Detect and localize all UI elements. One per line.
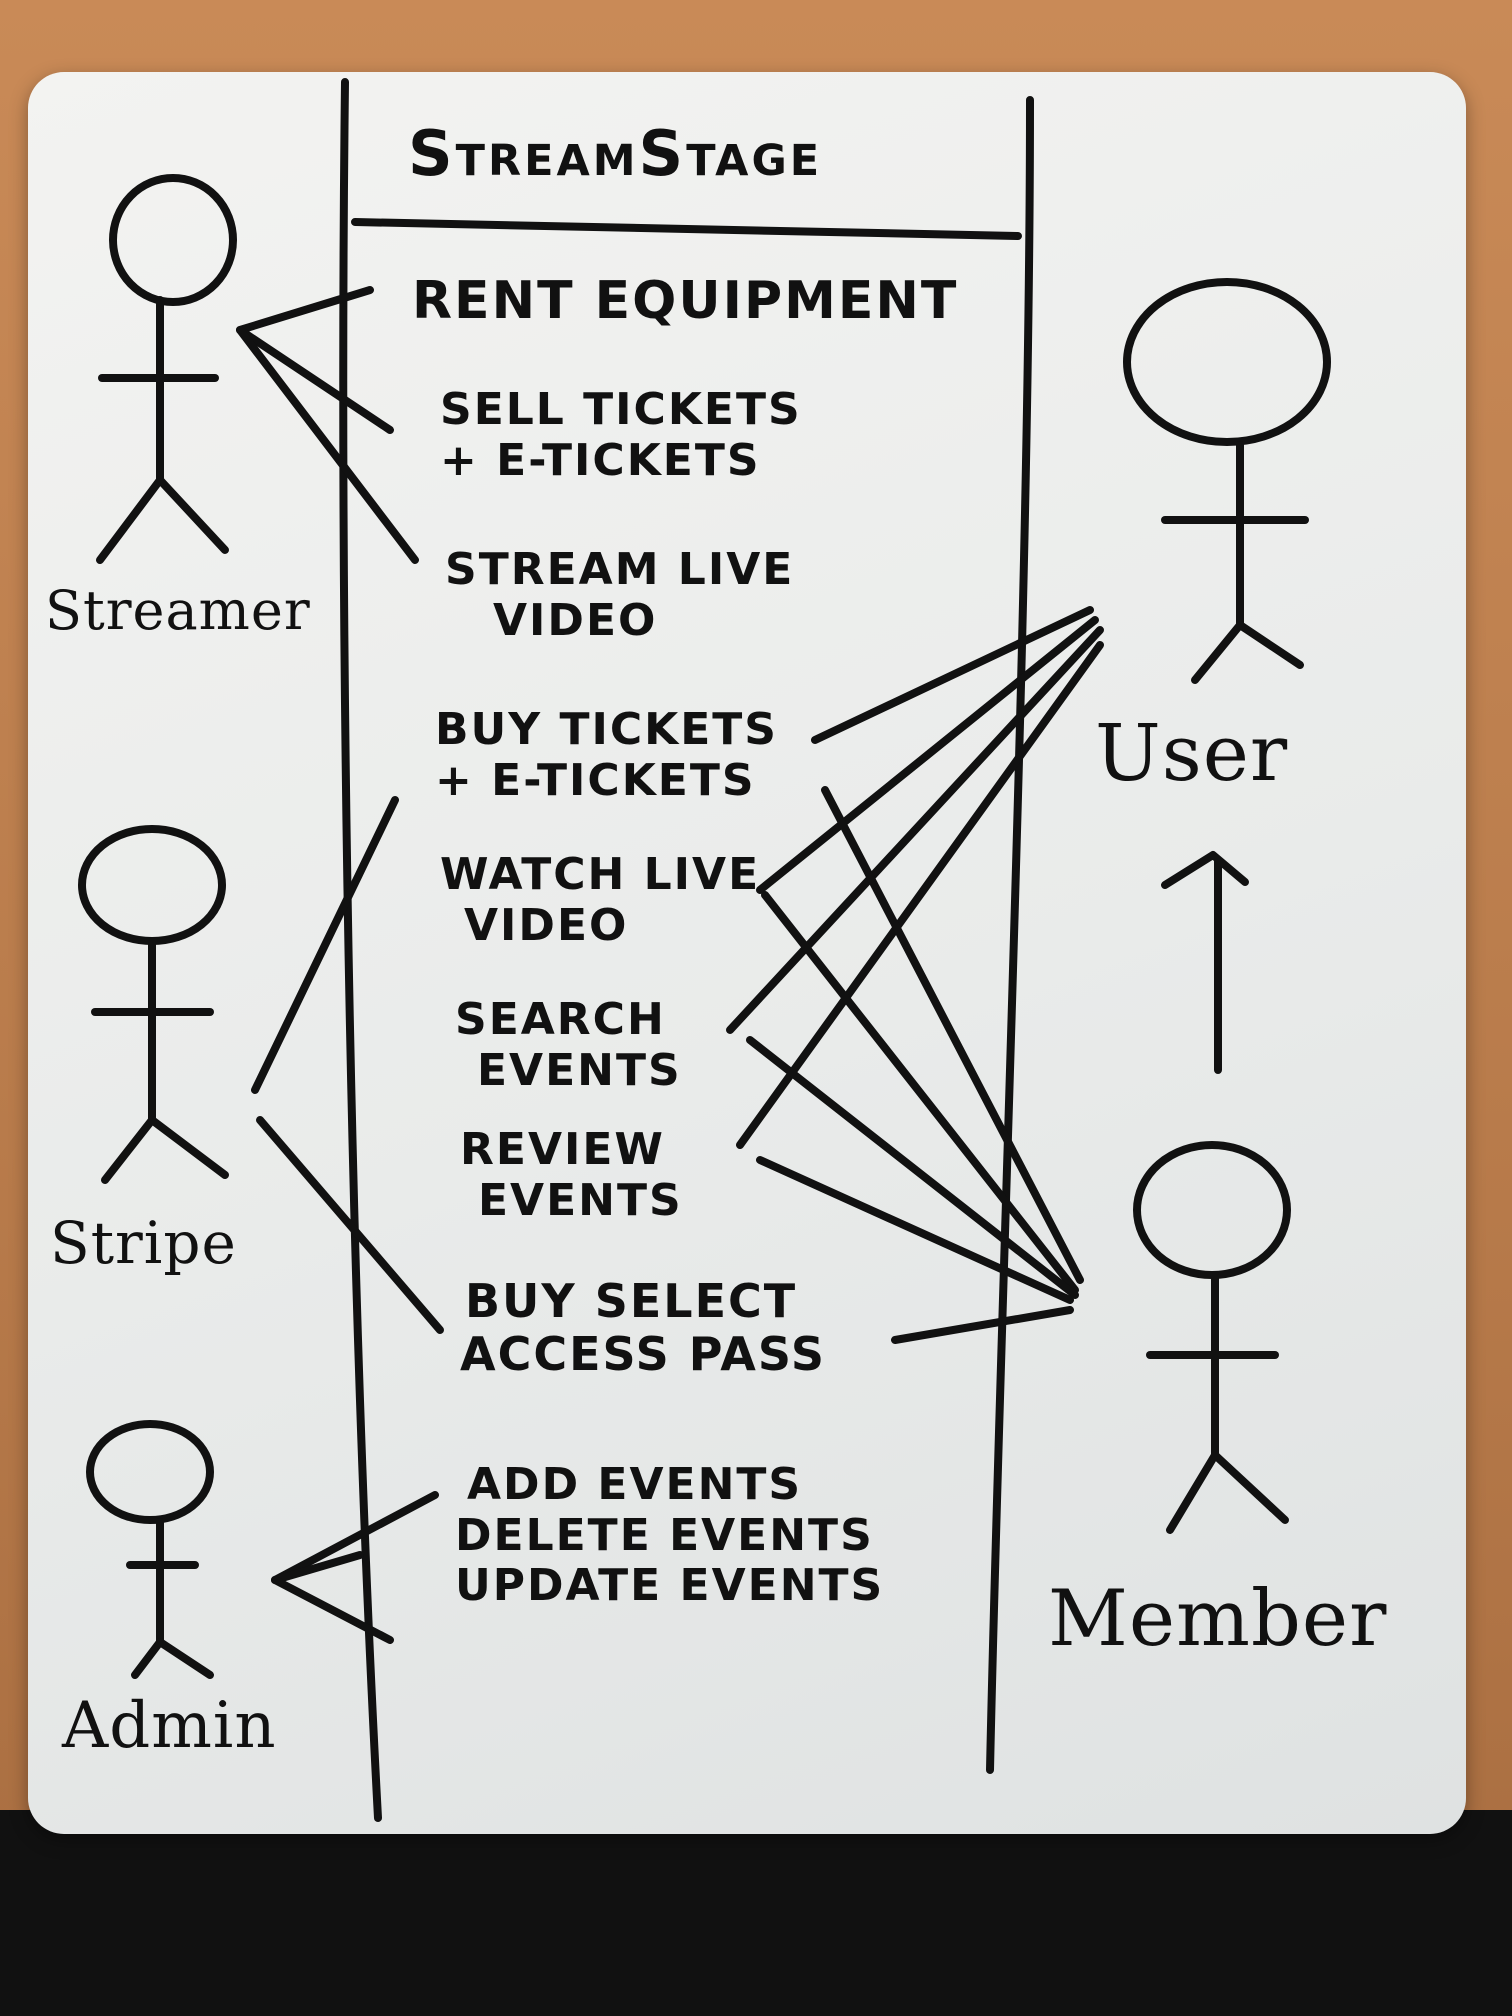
usecase-line: Video [493,594,658,646]
system-title: StreamStage [408,117,823,190]
usecase-line: Search [455,994,666,1045]
usecase-line: Events [478,1174,683,1226]
assoc-member-buy-tickets [821,786,1084,1284]
usecase-buy-select-access-pass: Buy Select Access Pass [460,1274,826,1381]
usecase-rent-equipment-text: Rent Equipment [412,271,959,331]
assoc-user-watch [756,616,1099,894]
usecase-watch-live-video: Watch Live Video [440,849,761,951]
usecase-line: Events [477,1044,682,1096]
usecase-buy-tickets: Buy Tickets + E-Tickets [435,704,778,806]
actor-member-label: Member [1048,1574,1388,1664]
usecase-line: Update Events [455,1560,885,1612]
usecase-line: Sell Tickets [440,384,802,435]
assoc-member-search [746,1036,1079,1299]
actor-stripe-figure [78,825,229,1184]
assoc-streamer-sell [236,326,394,434]
usecase-line: Access Pass [460,1326,827,1381]
usecase-review-events: Review Events [460,1124,683,1226]
actor-member-figure [1133,1141,1291,1534]
system-title-underline [351,218,1022,240]
background-floor [0,1810,1512,2016]
assoc-admin-update [271,1576,394,1644]
usecase-rent-equipment: Rent Equipment [412,271,959,332]
assoc-member-review [756,1156,1074,1304]
actor-streamer-label: Streamer [45,579,311,642]
actor-user-label: User [1095,709,1289,799]
assoc-user-search [726,626,1104,1034]
assoc-admin-add [271,1491,439,1584]
usecase-line: Add Events [467,1459,803,1510]
actor-admin-figure [86,1420,214,1679]
assoc-user-review [736,641,1104,1149]
actor-streamer-figure [96,174,237,564]
actor-stripe-label: Stripe [50,1209,237,1277]
usecase-line: Video [464,899,629,951]
assoc-streamer-stream [236,326,419,564]
usecase-stream-live-video: Stream Live Video [445,544,795,646]
actor-user-figure [1123,278,1331,684]
assoc-admin-delete [271,1551,364,1584]
assoc-streamer-rent [236,286,374,334]
assoc-stripe-access-pass [256,1116,444,1334]
usecase-line: + E-Tickets [440,434,761,486]
usecase-line: Stream Live [445,544,795,595]
usecase-search-events: Search Events [455,994,682,1096]
usecase-line: + E-Tickets [435,754,756,806]
usecase-line: Watch Live [440,849,761,900]
assoc-stripe-buy-tickets [251,796,399,1094]
usecase-line: Review [460,1124,665,1175]
assoc-user-buy-tickets [811,606,1094,744]
assoc-member-access-pass [891,1306,1074,1344]
usecase-line: Delete Events [455,1509,874,1561]
system-boundary-right [986,96,1034,1774]
generalization-arrow [1161,851,1249,1074]
usecase-line: Buy Select [465,1274,798,1328]
usecase-line: Buy Tickets [435,704,778,755]
usecase-manage-events: Add Events Delete Events Update Events [455,1459,885,1612]
usecase-sell-tickets: Sell Tickets + E-Tickets [440,384,802,486]
actor-admin-label: Admin [62,1689,277,1763]
assoc-member-watch [761,891,1079,1294]
